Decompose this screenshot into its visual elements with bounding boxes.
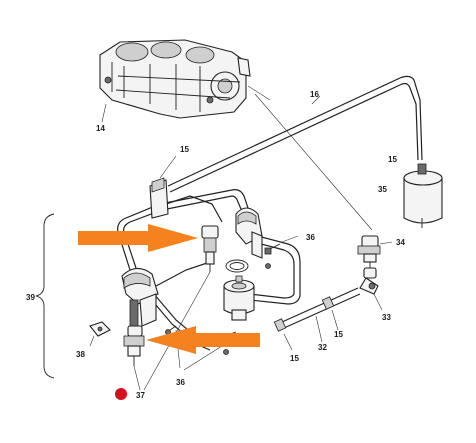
part-label-35: 35 [378,185,387,194]
clip-38 [89,321,111,337]
fitting-34 [357,235,381,263]
injector-lower [123,299,145,366]
pressure-regulator [223,275,255,321]
bracket-39 [35,213,55,379]
part-label-33: 33 [382,313,391,322]
callout-arrow-lower [146,326,260,354]
part-label-16: 16 [310,90,319,99]
arrow-lower [146,326,260,354]
part-label-39: 39 [26,293,35,302]
fuel-filter-35 [403,163,443,228]
arrow-upper [78,224,198,252]
rail-saddle-upper [235,207,263,259]
fuel-line-16 [167,75,423,193]
part-label-32: 32 [318,343,327,352]
part-label-15-bottom: 15 [290,354,299,363]
fuel-line-32 [273,287,361,332]
elbow-fitting-33 [359,262,379,295]
part-label-34: 34 [396,238,405,247]
part-label-14: 14 [96,124,105,133]
part-label-36-upper: 36 [306,233,315,242]
injector-upper [201,225,219,272]
part-label-37: 37 [136,391,145,400]
rail-saddle-lower [121,267,159,327]
o-ring [225,259,249,273]
red-marker [115,388,127,400]
part-label-36-lower: 36 [176,378,185,387]
fuel-rail [117,177,301,351]
bolt-36-upper [264,243,281,269]
part-label-15-lower: 15 [334,330,343,339]
part-label-15-top: 15 [180,145,189,154]
part-label-38: 38 [76,350,85,359]
part-label-15-right: 15 [388,155,397,164]
callout-arrow-upper [78,224,198,252]
throttle-body-14 [99,39,251,119]
